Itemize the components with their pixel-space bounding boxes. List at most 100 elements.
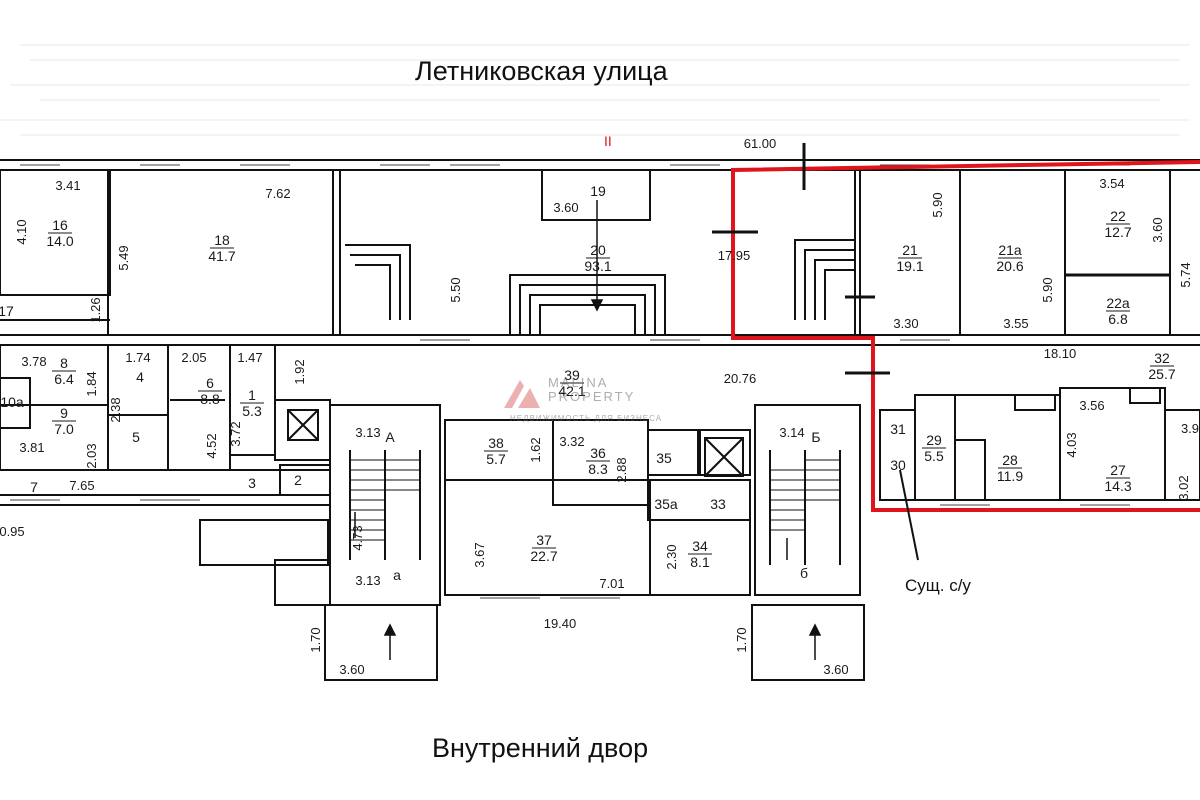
- room-label-5: 5: [132, 429, 140, 445]
- room-number: Б: [811, 429, 820, 445]
- dimension-label: 2.03: [84, 443, 99, 468]
- room-label-17: 17: [0, 303, 14, 319]
- dimension-label: 5.74: [1178, 262, 1193, 287]
- dimension-label: 2.30: [664, 544, 679, 569]
- room-area: 6.4: [54, 371, 74, 387]
- room-number: 17: [0, 303, 14, 319]
- room-label-30: 30: [890, 457, 906, 473]
- dimension-label: 1.26: [88, 297, 103, 322]
- dimension-label: 2.38: [108, 397, 123, 422]
- room-area: 25.7: [1148, 366, 1175, 382]
- room-label-б: б: [800, 565, 808, 581]
- room-label-36: 368.3: [586, 445, 610, 477]
- room-label-35а: 35а: [654, 496, 678, 512]
- room-area: 22.7: [530, 548, 557, 564]
- dimension-label: 4.03: [1064, 432, 1079, 457]
- room-area: 41.7: [208, 248, 235, 264]
- room-number: 28: [1002, 452, 1018, 468]
- dimension-label: 7.62: [265, 186, 290, 201]
- room-label-34: 348.1: [688, 538, 712, 570]
- room-number: 3: [248, 475, 256, 491]
- room-number: 7: [30, 479, 38, 495]
- dimension-label: 5.90: [1040, 277, 1055, 302]
- room-number: 37: [536, 532, 552, 548]
- section-mark: II: [604, 133, 612, 149]
- dimension-label: 18.10: [1044, 346, 1077, 361]
- room-label-2: 2: [294, 472, 302, 488]
- dimension-label: 3.60: [823, 662, 848, 677]
- dimension-label: 7.01: [599, 576, 624, 591]
- dimension-label: 3.78: [21, 354, 46, 369]
- dimension-label: 1.70: [308, 627, 323, 652]
- room-area: 8.3: [588, 461, 608, 477]
- watermark-title: MALINA PROPERTY: [548, 375, 636, 404]
- room-number: 36: [590, 445, 606, 461]
- dimension-label: 3.55: [1003, 316, 1028, 331]
- room-area: 11.9: [997, 468, 1023, 484]
- room-number: 29: [926, 432, 942, 448]
- room-number: 8: [60, 355, 68, 371]
- room-label-4: 4: [136, 369, 144, 385]
- dimension-label: 20.76: [724, 371, 757, 386]
- room-area: 42.1: [558, 383, 585, 399]
- room-number: 5: [132, 429, 140, 445]
- room-area: 8.1: [690, 554, 710, 570]
- room-label-19: 19: [590, 183, 606, 199]
- room-label-1: 15.3: [240, 387, 264, 419]
- room-label-33: 33: [710, 496, 726, 512]
- dimension-label: 3.81: [19, 440, 44, 455]
- room-area: 6.8: [1108, 311, 1128, 327]
- room-number: а: [393, 567, 401, 583]
- room-area: 14.0: [46, 233, 73, 249]
- street-label-top: Летниковская улица: [415, 56, 668, 86]
- dimension-label: 7.65: [69, 478, 94, 493]
- dimension-label: 3.9: [1181, 421, 1199, 436]
- dimension-label: 1.74: [125, 350, 150, 365]
- dimension-label: 3.02: [1176, 475, 1191, 500]
- dimension-label: 5.50: [448, 277, 463, 302]
- room-label-38: 385.7: [484, 435, 508, 467]
- dimension-label: 1.70: [734, 627, 749, 652]
- room-label-Б: Б: [811, 429, 820, 445]
- dimension-label: 3.60: [1150, 217, 1165, 242]
- room-area: 5.7: [486, 451, 506, 467]
- dimension-label: 1.62: [528, 437, 543, 462]
- room-number: 4: [136, 369, 144, 385]
- dimension-label: 4.73: [350, 525, 365, 550]
- dimension-label: 3.30: [893, 316, 918, 331]
- room-area: 5.3: [242, 403, 262, 419]
- room-number: 1: [248, 387, 256, 403]
- dimension-label: 3.54: [1099, 176, 1124, 191]
- room-area: 8.8: [200, 391, 220, 407]
- room-number: 27: [1110, 462, 1126, 478]
- room-label-6: 68.8: [198, 375, 222, 407]
- room-area: 5.5: [924, 448, 944, 464]
- room-label-35: 35: [656, 450, 672, 466]
- room-number: 33: [710, 496, 726, 512]
- dimension-label: 4.52: [204, 433, 219, 458]
- dimension-label: 1.47: [237, 350, 262, 365]
- dimension-label: 3.13: [355, 425, 380, 440]
- existing-wc-annotation: Сущ. с/у: [905, 576, 971, 595]
- dimension-label: 3.14: [779, 425, 804, 440]
- room-number: 10а: [0, 394, 24, 410]
- room-label-29: 295.5: [922, 432, 946, 464]
- room-label-3: 3: [248, 475, 256, 491]
- dimension-label: 3.60: [339, 662, 364, 677]
- room-number: 21а: [998, 242, 1022, 258]
- room-number: 35а: [654, 496, 678, 512]
- room-number: 32: [1154, 350, 1170, 366]
- room-number: 6: [206, 375, 214, 391]
- room-number: 22: [1110, 208, 1126, 224]
- room-number: 31: [890, 421, 906, 437]
- dimension-label: 2.05: [181, 350, 206, 365]
- dimension-label: 19.40: [544, 616, 577, 631]
